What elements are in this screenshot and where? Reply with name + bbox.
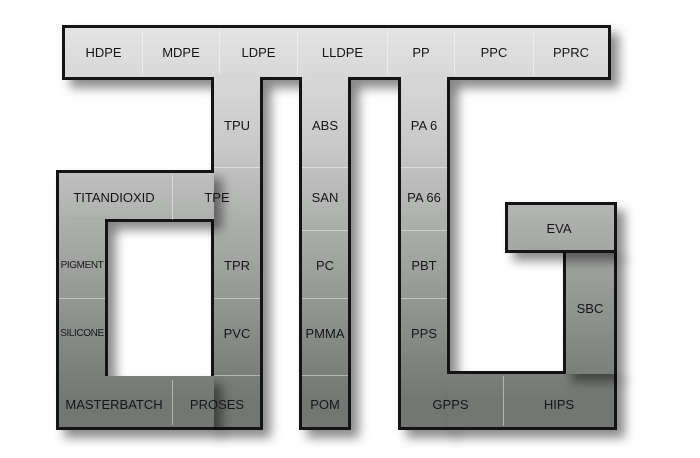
separator [302, 375, 348, 376]
letter-a-bowl-bottom [56, 376, 214, 430]
letter-l-bar [299, 77, 351, 430]
letter-g-stem [398, 77, 450, 430]
menu-item-proses[interactable]: PROSES [189, 396, 245, 412]
separator [503, 376, 504, 426]
separator [387, 30, 388, 75]
separator [172, 380, 173, 425]
menu-item-pa66[interactable]: PA 66 [407, 189, 441, 205]
letter-a-bowl-left [56, 219, 108, 379]
menu-item-pc[interactable]: PC [315, 257, 335, 273]
menu-item-pps[interactable]: PPS [410, 325, 437, 341]
separator [302, 298, 348, 299]
menu-item-pom[interactable]: POM [310, 396, 340, 412]
separator [214, 375, 260, 376]
separator [214, 167, 260, 168]
menu-item-ldpe[interactable]: LDPE [241, 45, 276, 60]
menu-item-sbc[interactable]: SBC [576, 300, 604, 316]
menu-item-pmma[interactable]: PMMA [305, 325, 345, 341]
menu-item-abs[interactable]: ABS [311, 117, 338, 133]
separator [142, 30, 143, 75]
menu-item-pvc[interactable]: PVC [223, 325, 251, 341]
menu-item-hdpe[interactable]: HDPE [85, 45, 122, 60]
menu-item-tpe[interactable]: TPE [204, 189, 230, 205]
letter-a-stem [211, 77, 263, 430]
menu-item-mdpe[interactable]: MDPE [162, 45, 200, 60]
separator [59, 298, 105, 299]
letter-g-right [563, 250, 617, 374]
separator [219, 30, 220, 75]
menu-item-masterbatch[interactable]: MASTERBATCH [65, 396, 163, 412]
separator [401, 167, 447, 168]
separator [302, 167, 348, 168]
menu-item-tpu[interactable]: TPU [224, 117, 250, 133]
menu-item-tpr[interactable]: TPR [224, 257, 250, 273]
menu-item-ppc[interactable]: PPC [480, 45, 508, 60]
separator [302, 230, 348, 231]
separator [533, 30, 534, 75]
menu-item-pp[interactable]: PP [412, 45, 430, 60]
letter-g-bottom [447, 371, 617, 430]
menu-item-san[interactable]: SAN [311, 189, 339, 205]
menu-item-pbt[interactable]: PBT [411, 257, 437, 273]
separator [297, 30, 298, 75]
letter-g-hook [505, 202, 617, 253]
separator [172, 175, 173, 220]
menu-item-gpps[interactable]: GPPS [432, 396, 469, 412]
menu-item-lldpe[interactable]: LLDPE [321, 45, 364, 60]
menu-item-pa6[interactable]: PA 6 [410, 117, 438, 133]
separator [454, 30, 455, 75]
menu-item-pigment[interactable]: PIGMENT [60, 259, 104, 271]
letter-a-bowl-top [56, 170, 214, 222]
separator [401, 230, 447, 231]
menu-item-titandioxid[interactable]: TITANDIOXID [73, 189, 155, 205]
separator [401, 298, 447, 299]
menu-item-hips[interactable]: HIPS [543, 396, 575, 412]
menu-item-silicone[interactable]: SILICONE [60, 327, 104, 339]
menu-item-eva[interactable]: EVA [546, 220, 572, 236]
menu-item-pprc[interactable]: PPRC [552, 45, 590, 60]
separator [214, 298, 260, 299]
